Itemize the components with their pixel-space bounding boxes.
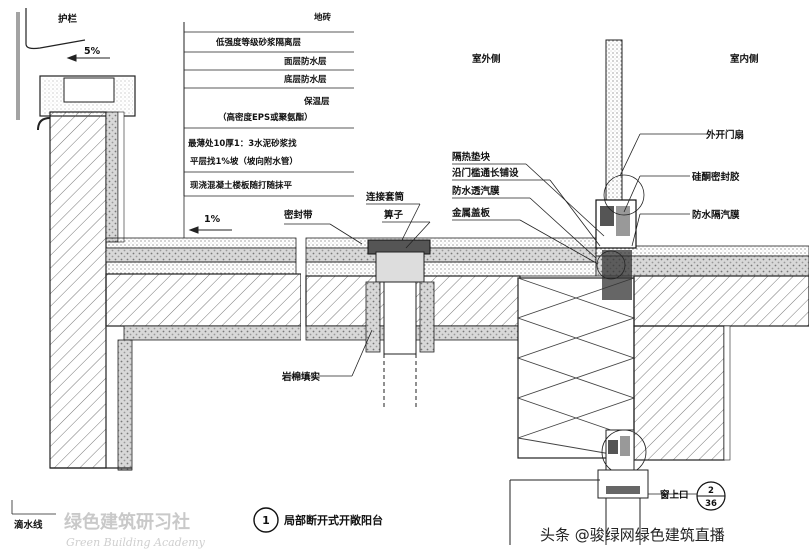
ref-top: 2 — [708, 486, 714, 496]
label-vapor-permeable: 防水透汽膜 — [452, 185, 500, 197]
label-grate: 箅子 — [383, 209, 404, 221]
layer-6: （高密度EPS或聚氨酯） — [218, 112, 313, 123]
layer-table — [183, 22, 354, 238]
slope-arrows — [66, 54, 232, 234]
label-metal-flashing: 金属盖板 — [451, 207, 491, 219]
window-head — [509, 429, 649, 545]
reference-bubble: 2 36 — [696, 481, 726, 511]
layer-7: 最薄处10厚1：3水泥砂浆找 — [188, 138, 297, 149]
label-silicone: 硅酮密封胶 — [692, 171, 740, 183]
layer-4: 底层防水层 — [284, 74, 327, 85]
drawing-title: 1 局部断开式开敞阳台 — [253, 507, 383, 533]
door-frame — [595, 39, 645, 300]
balcony-floor-layers — [105, 237, 309, 358]
indoor-slab — [595, 245, 809, 461]
label-door-frame-note: 沿门槛通长铺设 — [452, 167, 519, 179]
watermark-en: Green Building Academy — [66, 536, 206, 549]
label-railing: 护栏 — [58, 13, 78, 25]
parapet-lower — [50, 339, 133, 471]
label-drip: 滴水线 — [14, 519, 43, 531]
leader-lines — [11, 133, 706, 515]
label-outdoor: 室外侧 — [472, 53, 501, 65]
wall-insulation — [516, 277, 636, 459]
layer-3: 面层防水层 — [284, 56, 327, 67]
title-text: 局部断开式开敞阳台 — [283, 513, 383, 527]
label-seal-strip: 密封带 — [283, 209, 313, 221]
label-vapor-barrier: 防水隔汽膜 — [692, 209, 740, 221]
label-thermal-block: 隔热垫块 — [452, 151, 491, 163]
floor-drain — [365, 239, 435, 410]
watermark-source: 头条 @骏绿网绿色建筑直播 — [540, 526, 725, 544]
label-window-head: 窗上口 — [660, 489, 689, 501]
label-slope-top: 5% — [84, 46, 101, 57]
railing — [16, 8, 86, 120]
watermark-cn: 绿色建筑研习社 — [64, 511, 190, 533]
title-number: 1 — [262, 514, 270, 527]
layer-5: 保温层 — [303, 96, 330, 107]
label-indoor: 室内侧 — [730, 53, 759, 65]
layer-8: 平层找1%坡（坡向附水管） — [190, 156, 298, 167]
layer-2: 低强度等级砂浆隔离层 — [215, 37, 302, 48]
label-drain-connector: 连接套筒 — [366, 191, 405, 203]
label-door-leaf: 外开门扇 — [705, 129, 744, 141]
label-slope-floor: 1% — [204, 214, 221, 225]
layer-9: 现浇混凝土楼板随打随抹平 — [190, 180, 293, 191]
label-rock-wool: 岩棉填实 — [281, 371, 321, 383]
ref-bottom: 36 — [705, 499, 717, 509]
layer-1: 地砖 — [314, 12, 332, 23]
